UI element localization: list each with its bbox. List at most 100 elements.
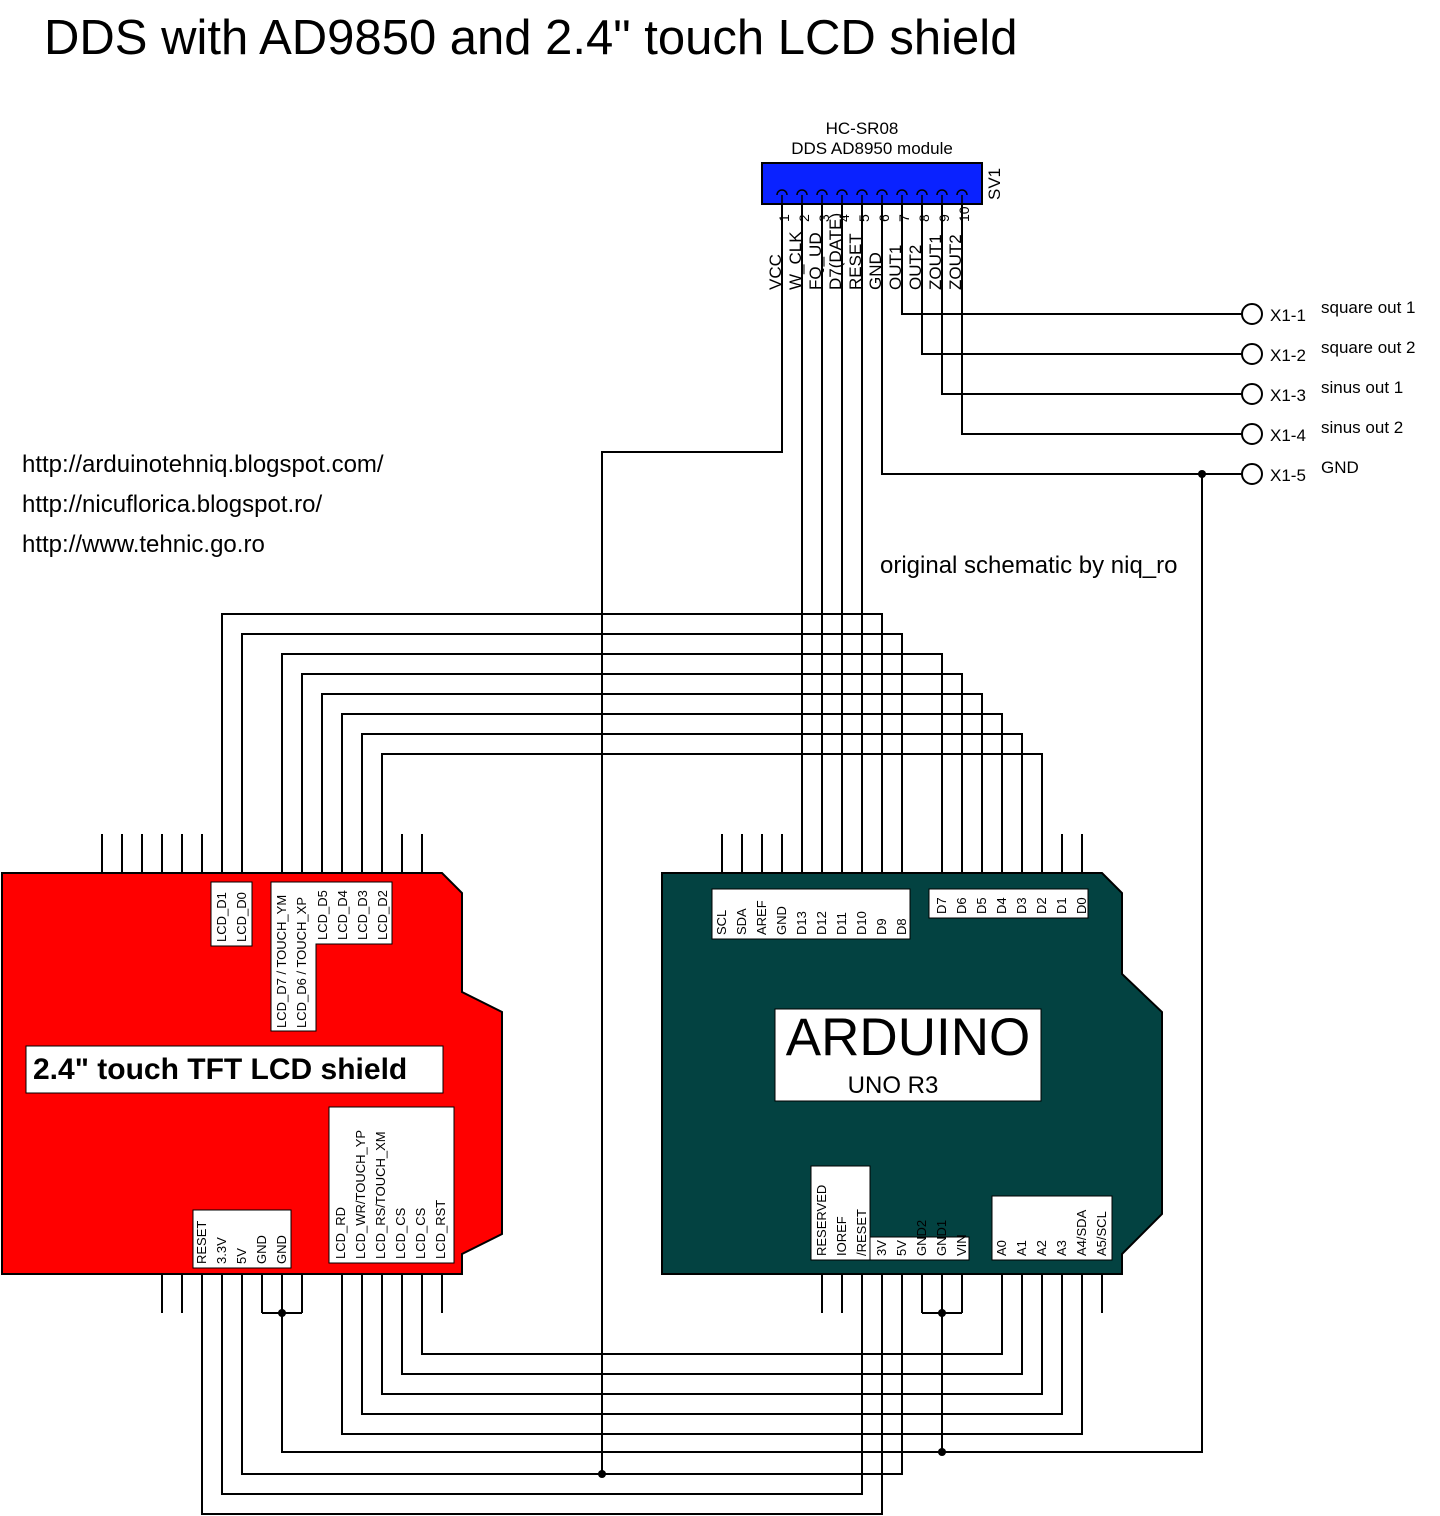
module-pin-name: RESET	[846, 233, 865, 290]
module-pin-name: FQ_UD	[806, 232, 825, 290]
arduino-pin-label: D11	[834, 912, 849, 935]
lcd-pin-label: LCD_D0	[234, 892, 249, 942]
lcd-pin-label: LCD_CS	[393, 1207, 408, 1259]
wire-gnd-bus	[281, 1313, 942, 1453]
module-ref: SV1	[985, 168, 1004, 200]
wire-data-bus	[341, 713, 1003, 873]
lcd-pin-label: GND	[254, 1235, 269, 1264]
wire-analog-bus	[401, 1274, 1023, 1375]
junction-dot	[598, 1470, 606, 1478]
module-pin-name: ZOUT2	[946, 234, 965, 290]
wire-analog-bus	[361, 1274, 1063, 1415]
lcd-analog-box	[328, 1106, 455, 1264]
wire-analog-bus	[421, 1274, 1003, 1355]
arduino-pin-label: D6	[954, 897, 969, 914]
arduino-pin-label: RESERVED	[814, 1185, 829, 1256]
lcd-shield-title: 2.4" touch TFT LCD shield	[33, 1053, 407, 1086]
arduino-pin-label: A0	[994, 1240, 1009, 1256]
arduino-pin-label: A4/SDA	[1074, 1209, 1089, 1256]
arduino-subtitle: UNO R3	[848, 1072, 939, 1099]
lcd-pin-label: RESET	[194, 1221, 209, 1264]
arduino-power-box-2	[869, 1236, 970, 1261]
module-pin-socket	[776, 189, 788, 196]
lcd-pin-label: 5V	[234, 1248, 249, 1264]
lcd-pin-label: LCD_RS/TOUCH_XM	[373, 1131, 388, 1259]
link-1: http://arduinotehniq.blogspot.com/	[22, 451, 384, 478]
junction-dot	[938, 1309, 946, 1317]
arduino-pin-label: 3V	[874, 1240, 889, 1256]
arduino-pin-label: D1	[1054, 897, 1069, 914]
arduino-pin-label: D12	[814, 911, 829, 935]
wire-data-bus	[361, 733, 1023, 873]
lcd-pin-label: LCD_D1	[214, 892, 229, 942]
arduino-pin-label: D8	[894, 918, 909, 935]
arduino-pin-label: D13	[794, 911, 809, 935]
arduino-pin-label: A5/SCL	[1094, 1211, 1109, 1256]
arduino-pin-label: D5	[974, 897, 989, 914]
wire-gnd	[881, 205, 1252, 475]
module-pin-socket	[936, 189, 948, 196]
lcd-pin-label: LCD_D7 / TOUCH_YM	[274, 895, 289, 1028]
arduino-pin-label: VIN	[954, 1234, 969, 1256]
terminal-label: sinus out 2	[1321, 418, 1403, 437]
arduino-pin-label: IOREF	[834, 1216, 849, 1256]
module-pin-number: 1	[776, 214, 792, 222]
arduino-pin-label: SDA	[734, 908, 749, 935]
terminal-2-icon	[1241, 343, 1263, 365]
terminal-5-icon	[1241, 463, 1263, 485]
module-name: HC-SR08	[826, 119, 899, 138]
wire-reset	[201, 1274, 883, 1515]
arduino-analog-box	[991, 1195, 1113, 1261]
module-pin-number: 7	[896, 214, 912, 222]
module-pin-name: VCC	[766, 254, 785, 290]
arduino-title: ARDUINO	[786, 1008, 1030, 1067]
module-pin-number: 4	[836, 214, 852, 222]
terminal-label: sinus out 1	[1321, 378, 1403, 397]
wire-data-bus	[221, 613, 883, 873]
wire-out2	[921, 205, 1252, 355]
module-pin-name: W_CLK	[786, 231, 805, 290]
terminal-1-icon	[1241, 303, 1263, 325]
credit-text: original schematic by niq_ro	[880, 552, 1177, 579]
arduino-pin-label: D9	[874, 918, 889, 935]
lcd-pin-label: LCD_CS	[413, 1207, 428, 1259]
terminal-ref: X1-5	[1270, 466, 1306, 485]
terminal-label: square out 2	[1321, 338, 1416, 357]
module-pin-socket	[916, 189, 928, 196]
module-pin-socket	[796, 189, 808, 196]
module-pin-number: 3	[816, 214, 832, 222]
junction-dot	[938, 1448, 946, 1456]
module-pin-number: 8	[916, 214, 932, 222]
wire-zout1	[941, 205, 1252, 395]
module-pin-socket	[876, 189, 888, 196]
lcd-pin-label: GND	[274, 1235, 289, 1264]
terminal-ref: X1-1	[1270, 306, 1306, 325]
arduino-pin-label: AREF	[754, 900, 769, 935]
module-pin-name: OUT1	[886, 245, 905, 290]
module-pin-number: 9	[936, 214, 952, 222]
arduino-pin-label: /RESET	[854, 1209, 869, 1256]
module-subtitle: DDS AD8950 module	[791, 139, 953, 158]
terminal-3-icon	[1241, 383, 1263, 405]
wire-data-bus	[321, 693, 983, 873]
link-2: http://nicuflorica.blogspot.ro/	[22, 491, 322, 518]
lcd-pin-label: LCD_RD	[333, 1207, 348, 1259]
arduino-power-box-1	[810, 1165, 871, 1261]
arduino-pin-label: SCL	[714, 910, 729, 935]
arduino-pin-label: GND	[774, 906, 789, 935]
module-pin-number: 10	[956, 206, 972, 222]
arduino-pin-label: D4	[994, 897, 1009, 914]
junction-dot	[1198, 470, 1206, 478]
module-pin-socket	[836, 189, 848, 196]
junction-dots	[278, 470, 1206, 1478]
arduino-pin-label: D3	[1014, 897, 1029, 914]
dds-module-header	[761, 162, 983, 205]
lcd-power-box	[192, 1209, 292, 1269]
lcd-shield-title-box	[25, 1045, 444, 1094]
module-pin-number: 5	[856, 214, 872, 222]
arduino-pin-label: D10	[854, 911, 869, 935]
module-pin-name: D7(DATE)	[826, 213, 845, 290]
